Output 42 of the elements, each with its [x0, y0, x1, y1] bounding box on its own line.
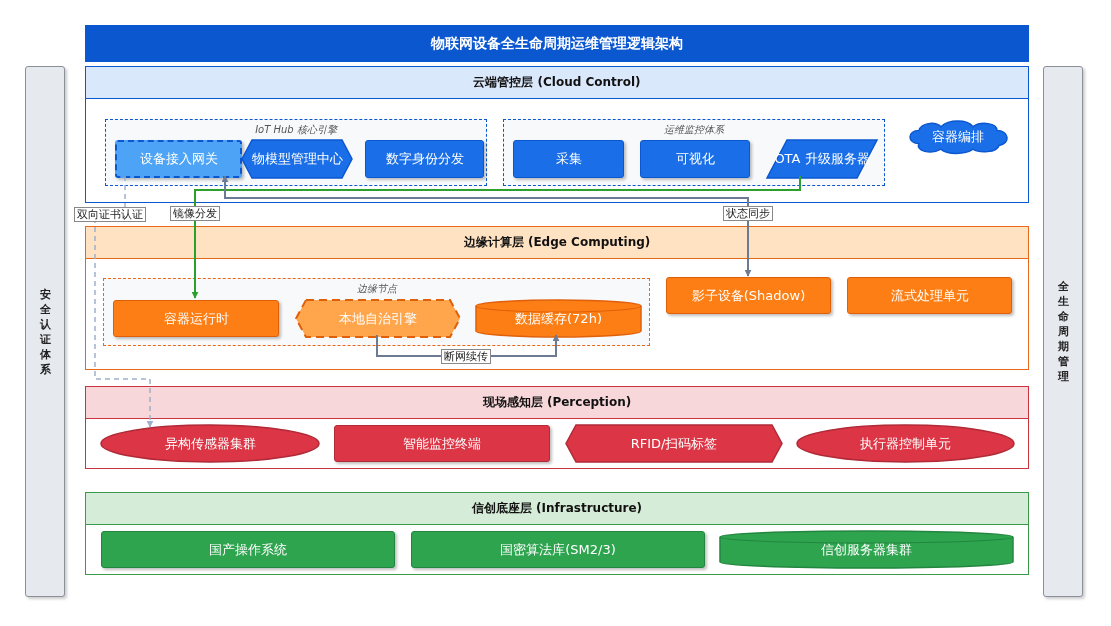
process-box: 国密算法库(SM2/3) — [411, 531, 705, 568]
group-label: 边缘节点 — [355, 282, 399, 296]
layer-header: 云端管控层 (Cloud Control) — [86, 67, 1028, 99]
layer-header: 信创底座层 (Infrastructure) — [86, 493, 1028, 525]
title-bar: 物联网设备全生命周期运维管理逻辑架构 — [85, 25, 1029, 62]
cylinder-shape: 数据缓存(72h) — [476, 300, 641, 337]
layer-panel — [85, 66, 1029, 203]
edge-label: 状态同步 — [723, 205, 773, 221]
parallelogram-box: OTA 升级服务器 — [767, 140, 877, 178]
ellipse-shape: 异构传感器集群 — [101, 425, 319, 462]
side-bar: 安全认证体系 — [25, 66, 65, 597]
process-box: 设备接入网关 — [115, 140, 242, 178]
edge-label: 镜像分发 — [170, 205, 220, 221]
group-frame — [105, 119, 487, 186]
cloud-shape: 容器编排 — [907, 121, 1009, 153]
arrow — [191, 175, 801, 299]
group-frame — [503, 119, 885, 186]
process-box: 流式处理单元 — [847, 277, 1012, 314]
process-box: 容器运行时 — [113, 300, 279, 337]
arrow — [94, 175, 154, 428]
side-bar: 全生命周期管理 — [1043, 66, 1083, 597]
process-box: 智能监控终端 — [334, 425, 550, 462]
hexagon-box: 物模型管理中心 — [242, 140, 352, 178]
group-label: 运维监控体系 — [663, 123, 726, 137]
layer-panel — [85, 386, 1029, 469]
process-box: 国产操作系统 — [101, 531, 395, 568]
edge-label: 双向证书认证 — [74, 206, 146, 222]
hexagon-box: RFID/扫码标签 — [566, 425, 782, 462]
cylinder-shape: 信创服务器集群 — [720, 531, 1013, 568]
process-box: 影子设备(Shadow) — [666, 277, 831, 314]
process-box: 可视化 — [640, 140, 750, 178]
layer-header: 边缘计算层 (Edge Computing) — [86, 227, 1028, 259]
layer-panel — [85, 492, 1029, 575]
layer-panel — [85, 226, 1029, 370]
arrow — [221, 175, 752, 277]
process-box: 采集 — [513, 140, 624, 178]
process-box: 数字身份分发 — [365, 140, 484, 178]
group-label: IoT Hub 核心引擎 — [254, 123, 339, 137]
ellipse-shape: 执行器控制单元 — [797, 425, 1014, 462]
layer-header: 现场感知层 (Perception) — [86, 387, 1028, 419]
group-frame — [103, 278, 650, 346]
hexagon-box: 本地自治引擎 — [296, 300, 460, 337]
